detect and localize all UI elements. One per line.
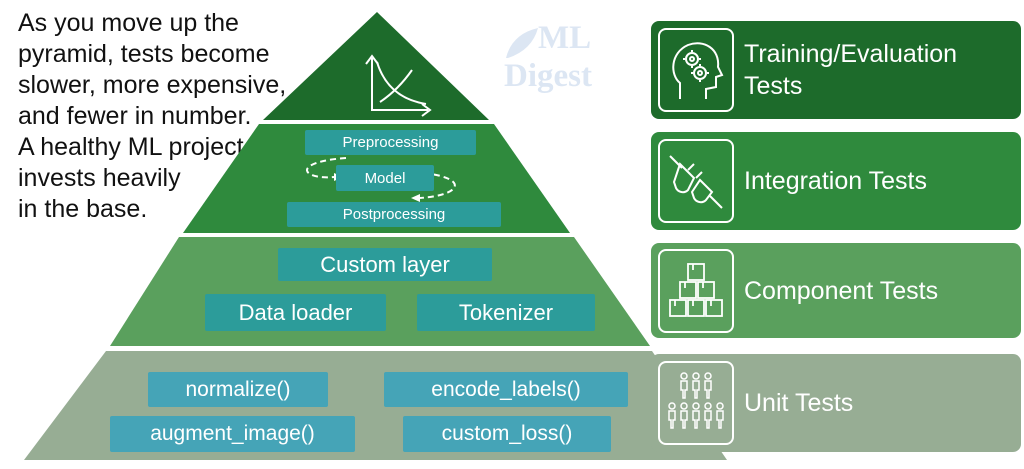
intro-line: A healthy ML project: [18, 133, 244, 161]
intro-line: invests heavily: [18, 164, 181, 192]
people-grid-icon: [658, 361, 734, 445]
intro-text: As you move up the pyramid, tests become…: [18, 8, 318, 225]
chip-preprocessing: Preprocessing: [305, 130, 476, 155]
legend-unit: Unit Tests: [651, 354, 1021, 452]
legend-label: Unit Tests: [744, 389, 854, 417]
chip-custom-layer: Custom layer: [278, 248, 492, 281]
chip-custom-loss: custom_loss(): [403, 416, 611, 452]
legend-label: Component Tests: [744, 276, 939, 305]
curve-chart-icon: [365, 54, 432, 117]
chip-model: Model: [336, 165, 434, 191]
legend-training-evaluation: Training/Evaluation Tests: [651, 21, 1021, 119]
legend-label: Integration Tests: [744, 167, 927, 195]
chip-postprocessing: Postprocessing: [287, 202, 501, 227]
pyramid-tier-top: [263, 12, 489, 120]
ml-digest-watermark: ML Digest: [498, 18, 638, 108]
head-gears-icon: [658, 28, 734, 112]
chip-normalize: normalize(): [148, 372, 328, 407]
intro-line: and fewer in number.: [18, 102, 252, 130]
legend-integration: Integration Tests: [651, 132, 1021, 230]
watermark-ml: ML: [538, 20, 592, 56]
watermark-digest: Digest: [504, 58, 592, 94]
chip-encode-labels: encode_labels(): [384, 372, 628, 407]
chip-tokenizer: Tokenizer: [417, 294, 595, 331]
intro-line: As you move up the: [18, 9, 239, 37]
intro-line: slower, more expensive,: [18, 71, 287, 99]
legend-component: Component Tests: [651, 243, 1021, 338]
chip-data-loader: Data loader: [205, 294, 386, 331]
feather-icon: [506, 28, 538, 58]
intro-line: pyramid, tests become: [18, 40, 270, 68]
intro-line: in the base.: [18, 195, 148, 223]
stacked-boxes-icon: [658, 248, 734, 333]
legend-label: Training/Evaluation Tests: [744, 40, 958, 100]
plug-icon: [658, 139, 734, 223]
chip-augment-image: augment_image(): [110, 416, 355, 452]
